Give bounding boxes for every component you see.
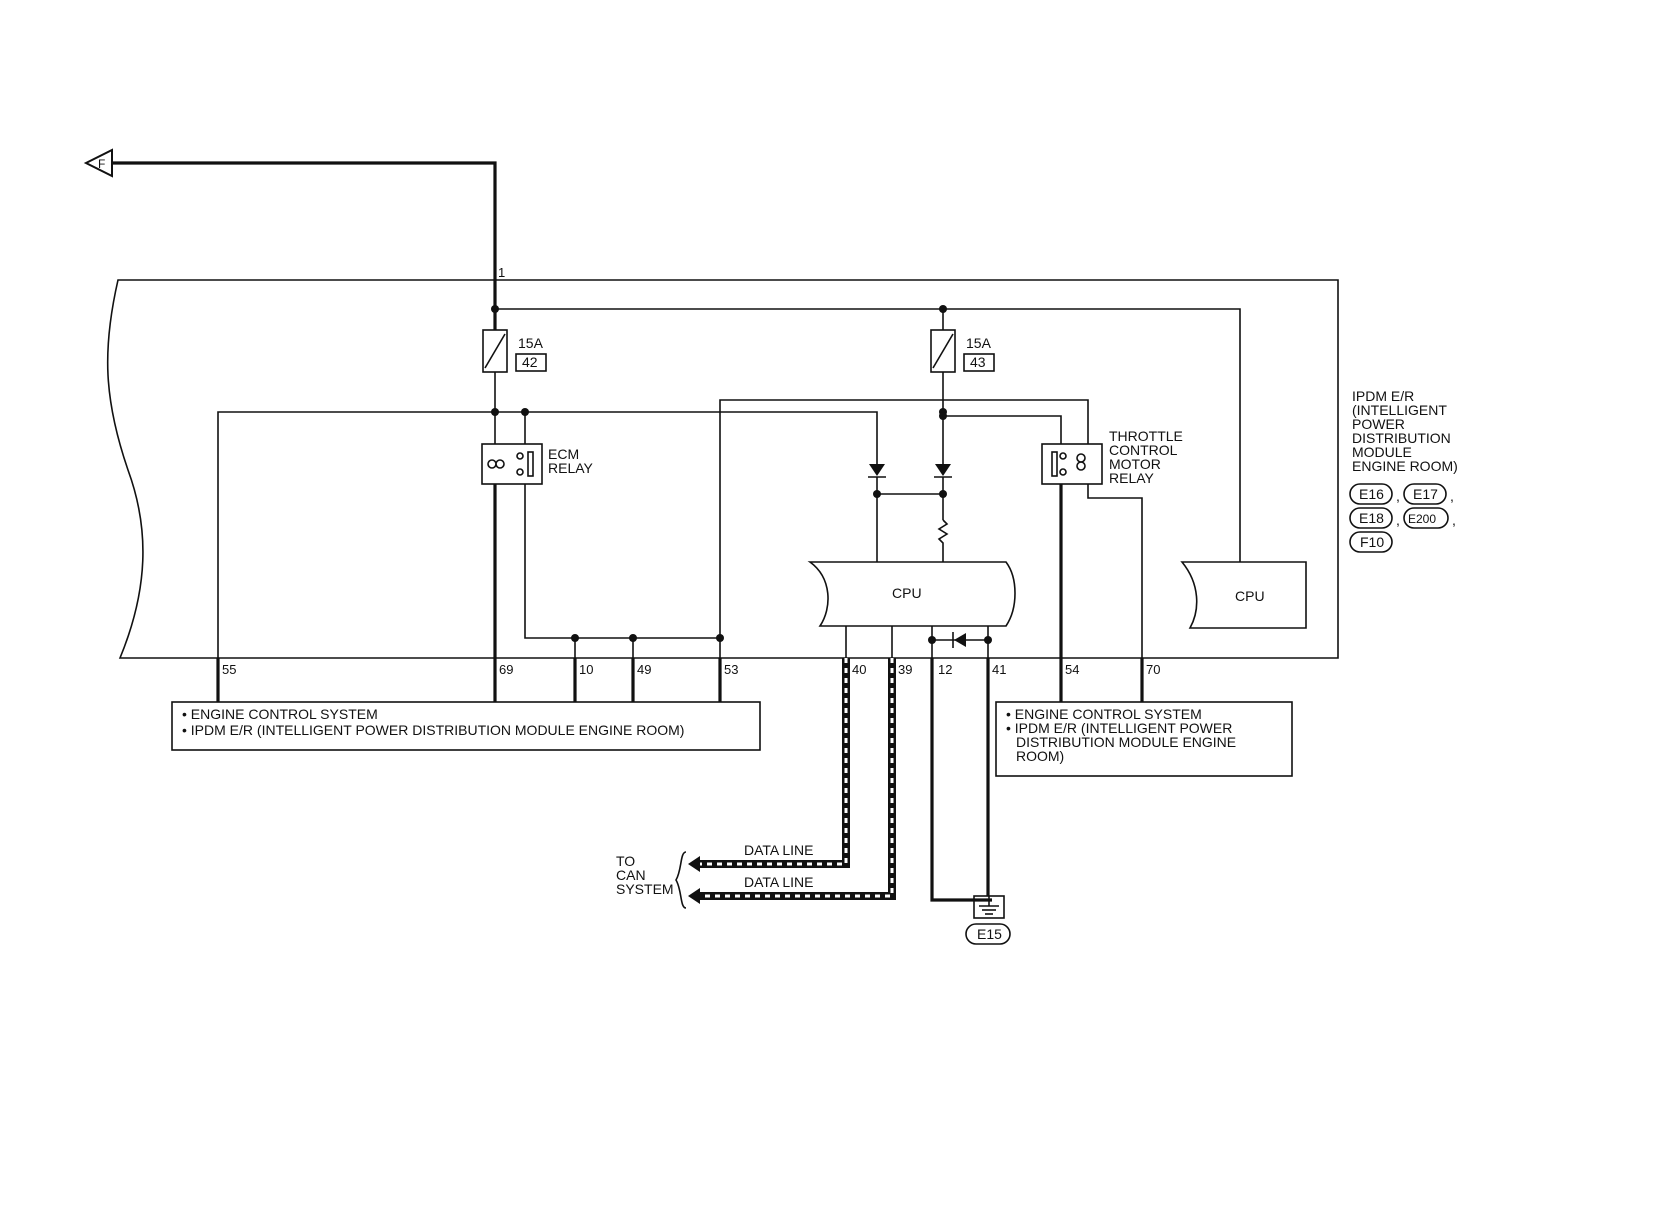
connector-f-flag	[83, 148, 113, 178]
arrow-left	[688, 856, 700, 872]
feed-wire	[106, 161, 497, 280]
ground-wire	[930, 658, 992, 902]
cpu-right-label: CPU	[1235, 588, 1265, 604]
junction-dot	[939, 305, 947, 313]
connector-e17: E17	[1413, 486, 1438, 502]
fuse-43: 15A 43	[930, 329, 995, 373]
junction-dot	[939, 412, 947, 420]
connector-f-label: F	[98, 157, 105, 171]
terminal-1: 1	[498, 265, 505, 280]
terminal-12: 12	[938, 662, 952, 677]
resistor	[937, 519, 949, 562]
fuse-43-number: 43	[970, 354, 986, 370]
junction-dot	[571, 634, 579, 642]
wire	[719, 399, 1089, 658]
terminal-70: 70	[1146, 662, 1160, 677]
module-label: IPDM E/R (INTELLIGENT POWER DISTRIBUTION…	[1352, 388, 1458, 474]
fuse-42-number: 42	[522, 354, 538, 370]
arrow-left	[688, 888, 700, 904]
wire	[943, 415, 1062, 444]
junction-dot	[491, 408, 499, 416]
junction-dot	[873, 490, 881, 498]
terminal-10: 10	[579, 662, 593, 677]
can-data-line-40	[694, 658, 850, 868]
fuse-42: 15A 42	[482, 329, 547, 373]
connector-e200: E200	[1408, 512, 1436, 526]
ipdm-module-outline	[106, 279, 1339, 659]
junction-dot	[629, 634, 637, 642]
terminal-55: 55	[222, 662, 236, 677]
data-line-label: DATA LINE	[744, 874, 814, 890]
badge-separator: ,	[1452, 512, 1456, 528]
junction-dot	[928, 636, 936, 644]
junction-dot	[716, 634, 724, 642]
terminal-69: 69	[499, 662, 513, 677]
ground-connector-badge	[965, 923, 1011, 945]
fuse-42-rating: 15A	[518, 335, 544, 351]
fuse-43-rating: 15A	[966, 335, 992, 351]
connector-e16: E16	[1359, 486, 1384, 502]
cpu-right	[1180, 561, 1307, 629]
ecm-relay-label: ECM RELAY	[548, 446, 594, 476]
ground-symbol	[973, 895, 1005, 919]
internal-bus-wire	[495, 308, 1241, 562]
engine-control-box-left	[171, 701, 761, 751]
engine-control-box-right	[995, 701, 1293, 777]
wire	[1087, 484, 1143, 658]
terminal-54: 54	[1065, 662, 1079, 677]
cpu-central	[807, 561, 1016, 627]
wire	[217, 411, 878, 658]
ground-connector-e15: E15	[977, 926, 1002, 942]
throttle-relay-label: THROTTLE CONTROL MOTOR RELAY	[1109, 428, 1187, 486]
data-line-label: DATA LINE	[744, 842, 814, 858]
throttle-control-motor-relay	[1041, 443, 1103, 485]
junction-dot	[984, 636, 992, 644]
diode	[935, 464, 951, 476]
can-data-line-40-dash	[694, 658, 848, 866]
brace	[675, 851, 687, 909]
junction-dot	[491, 305, 499, 313]
can-data-line-39-dash	[694, 658, 894, 898]
connector-badges: E16 , E17 , E18 , E200 , F10	[1349, 483, 1456, 553]
badge-separator: ,	[1450, 488, 1454, 504]
terminal-40: 40	[852, 662, 866, 677]
ecm-relay	[481, 443, 543, 485]
right-box-text: • ENGINE CONTROL SYSTEM • IPDM E/R (INTE…	[1006, 706, 1240, 764]
diode	[869, 464, 885, 476]
terminal-49: 49	[637, 662, 651, 677]
connector-f10: F10	[1360, 534, 1384, 550]
junction-dot	[939, 490, 947, 498]
badge-separator: ,	[1396, 512, 1400, 528]
terminal-39: 39	[898, 662, 912, 677]
left-box-text: • ENGINE CONTROL SYSTEM • IPDM E/R (INTE…	[182, 706, 684, 738]
terminal-53: 53	[724, 662, 738, 677]
to-can-label: TO CAN SYSTEM	[616, 853, 674, 897]
terminal-41: 41	[992, 662, 1006, 677]
cpu-central-label: CPU	[892, 585, 922, 601]
diode	[954, 633, 966, 647]
badge-separator: ,	[1396, 488, 1400, 504]
wire	[524, 484, 720, 639]
connector-e18: E18	[1359, 510, 1384, 526]
